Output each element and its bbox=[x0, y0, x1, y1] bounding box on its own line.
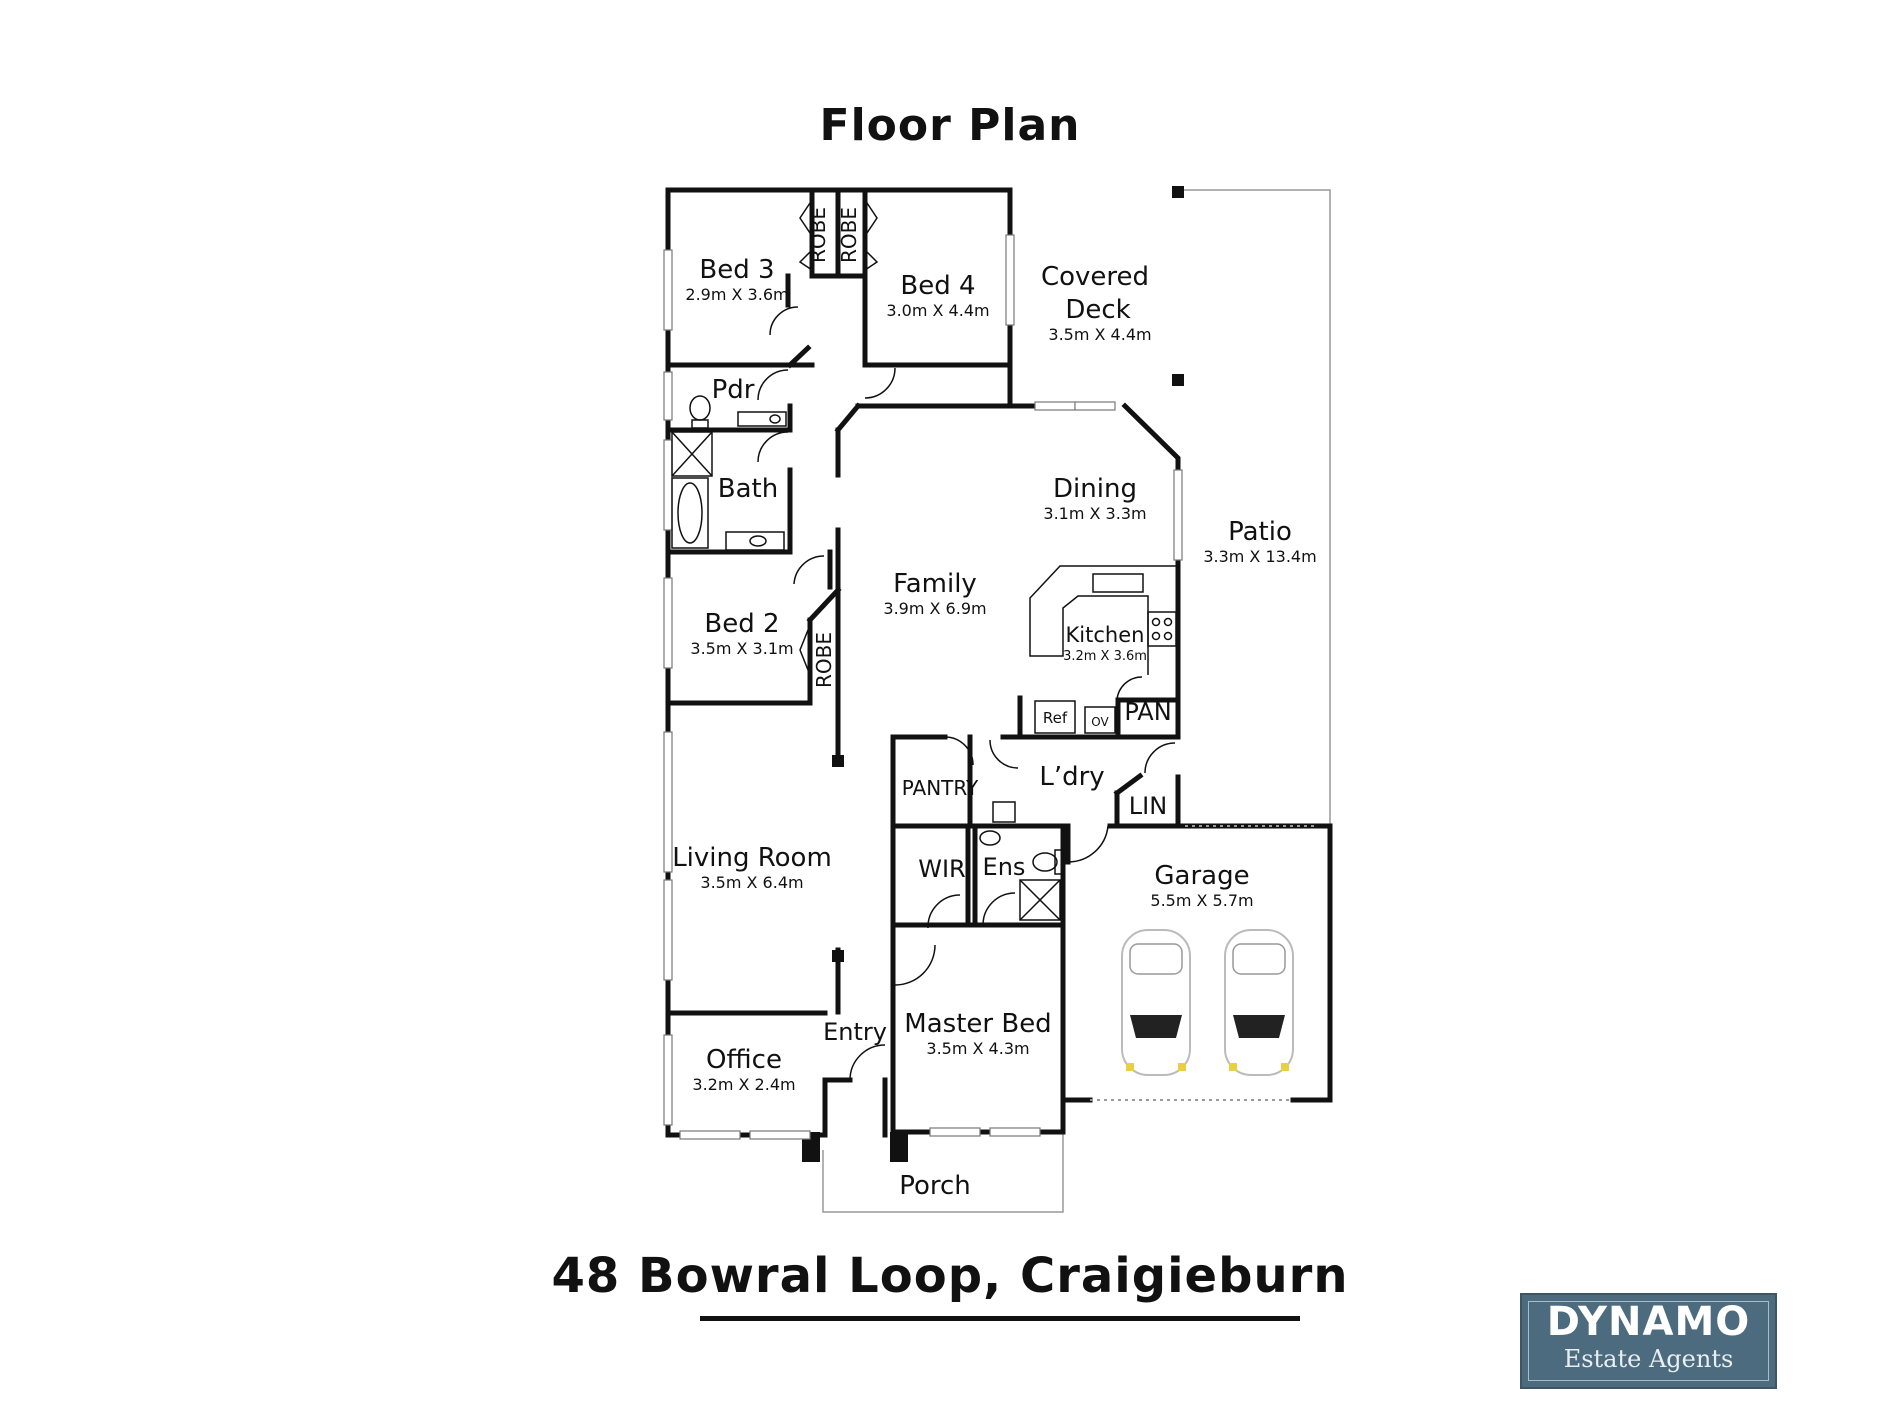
car-icon-2 bbox=[1224, 929, 1294, 1076]
logo-frame bbox=[1528, 1301, 1769, 1381]
ref-label: Ref bbox=[1043, 709, 1068, 727]
patio-dims: 3.3m X 13.4m bbox=[1203, 547, 1316, 566]
porch-label: Porch bbox=[899, 1171, 971, 1201]
dining-name: Dining bbox=[1053, 474, 1137, 504]
pan-label: PAN bbox=[1124, 698, 1171, 726]
bed2-dims: 3.5m X 3.1m bbox=[690, 639, 793, 658]
windows bbox=[663, 234, 1183, 1140]
fixtures bbox=[671, 395, 1178, 921]
laundry-label: L’dry bbox=[1039, 762, 1104, 792]
family-dims: 3.9m X 6.9m bbox=[883, 599, 986, 618]
logo-subtitle: Estate Agents bbox=[1563, 1345, 1734, 1373]
robe-label-2: ROBE bbox=[837, 207, 861, 263]
outdoor-outlines bbox=[822, 189, 1331, 1213]
bed3-name: Bed 3 bbox=[699, 255, 774, 285]
robe-label-1: ROBE bbox=[806, 207, 830, 263]
master-dims: 3.5m X 4.3m bbox=[926, 1039, 1029, 1058]
dining-dims: 3.1m X 3.3m bbox=[1043, 504, 1146, 523]
entry-label: Entry bbox=[823, 1018, 887, 1046]
ov-label: OV bbox=[1091, 715, 1109, 729]
bed4-dims: 3.0m X 4.4m bbox=[886, 301, 989, 320]
pdr-label: Pdr bbox=[712, 375, 755, 405]
logo-brand: DYNAMO bbox=[1546, 1299, 1751, 1345]
patio-name: Patio bbox=[1228, 517, 1292, 547]
robe-label-3: ROBE bbox=[812, 632, 836, 688]
deck-dims: 3.5m X 4.4m bbox=[1048, 325, 1151, 344]
office-dims: 3.2m X 2.4m bbox=[692, 1075, 795, 1094]
robe-doors bbox=[798, 199, 879, 690]
property-address: 48 Bowral Loop, Craigieburn bbox=[551, 1248, 1349, 1304]
lin-label: LIN bbox=[1129, 792, 1167, 820]
office-name: Office bbox=[706, 1045, 782, 1075]
deck-name-line1: Covered bbox=[1041, 262, 1149, 292]
garage-dims: 5.5m X 5.7m bbox=[1150, 891, 1253, 910]
ens-label: Ens bbox=[983, 853, 1026, 881]
family-name: Family bbox=[893, 569, 977, 599]
wir-label: WIR bbox=[918, 855, 965, 883]
door-swings bbox=[757, 306, 1176, 1081]
garage-door bbox=[1090, 825, 1318, 1101]
bed3-dims: 2.9m X 3.6m bbox=[685, 285, 788, 304]
bath-label: Bath bbox=[718, 474, 778, 504]
living-dims: 3.5m X 6.4m bbox=[700, 873, 803, 892]
walls bbox=[665, 187, 1333, 1138]
garage-name: Garage bbox=[1154, 861, 1249, 891]
master-name: Master Bed bbox=[904, 1009, 1051, 1039]
plan-title: Floor Plan bbox=[819, 100, 1081, 151]
car-icon-1 bbox=[1121, 929, 1191, 1076]
address-underline bbox=[700, 1316, 1300, 1321]
bed4-name: Bed 4 bbox=[900, 271, 975, 301]
living-name: Living Room bbox=[672, 843, 832, 873]
deck-name-line2: Deck bbox=[1065, 295, 1130, 325]
pantry-label: PANTRY bbox=[902, 776, 979, 800]
kitchen-name: Kitchen bbox=[1066, 623, 1145, 647]
bed2-name: Bed 2 bbox=[704, 609, 779, 639]
room-labels: Bed 3 2.9m X 3.6m Bed 4 3.0m X 4.4m Cove… bbox=[672, 207, 1316, 1201]
kitchen-dims: 3.2m X 3.6m bbox=[1063, 649, 1147, 664]
agency-logo: DYNAMO Estate Agents bbox=[1520, 1293, 1777, 1389]
